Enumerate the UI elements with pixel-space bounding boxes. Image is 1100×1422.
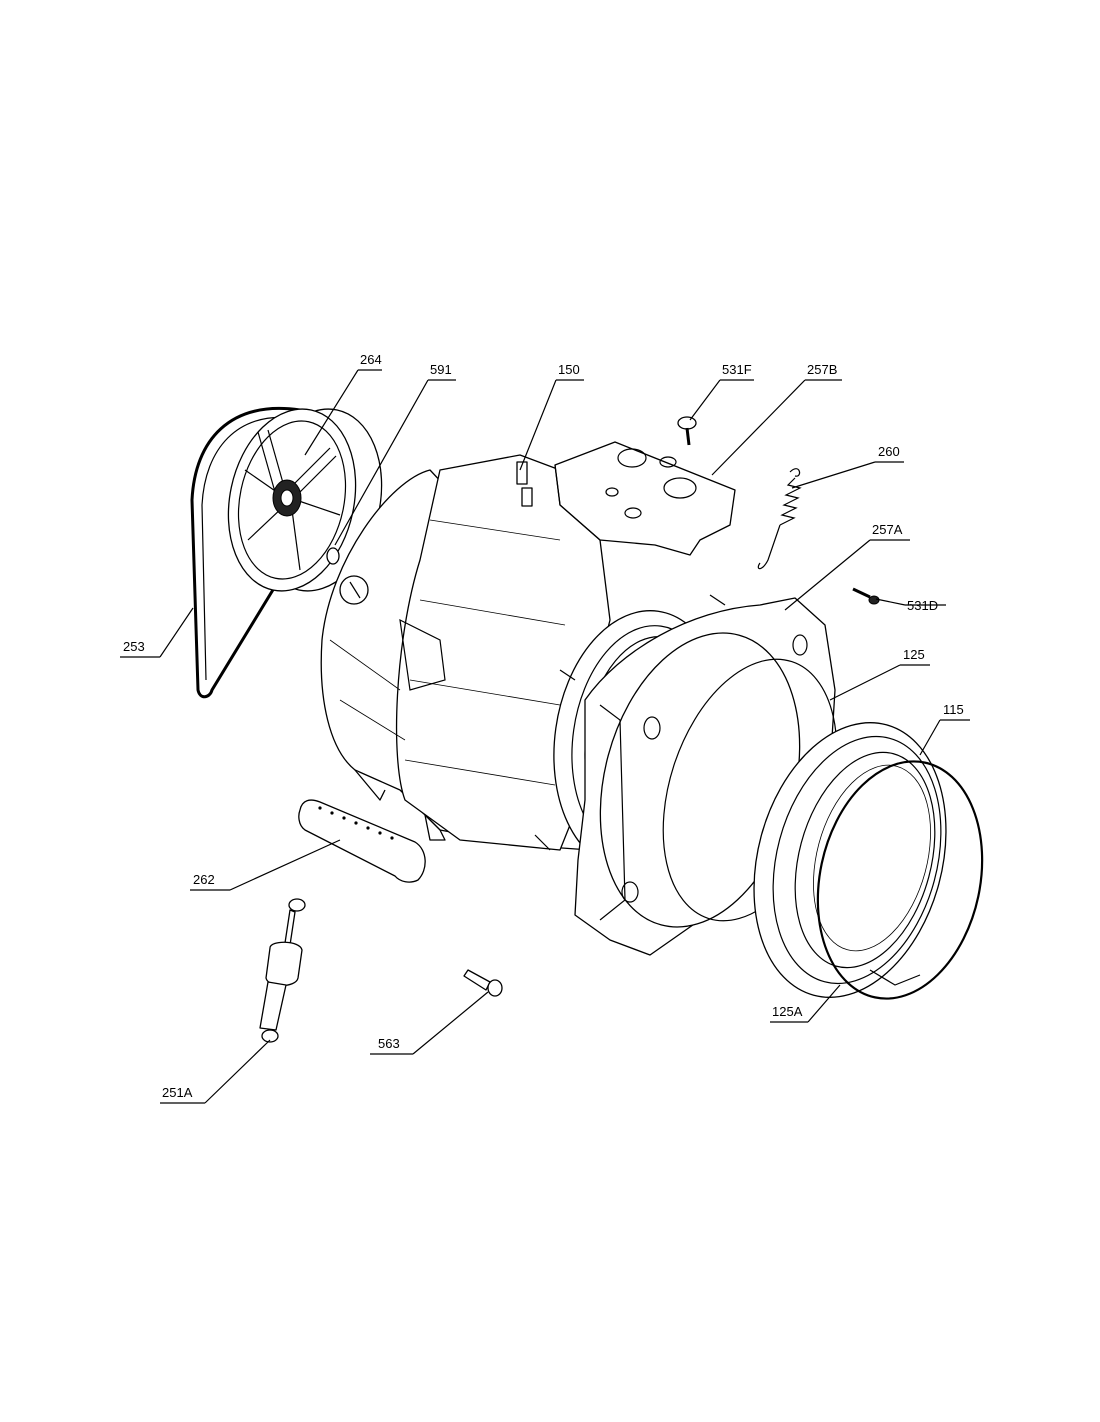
callout-125A: 125A	[772, 1004, 803, 1019]
part-251A-shock-absorber	[259, 898, 306, 1043]
callout-563: 563	[378, 1036, 400, 1051]
callout-531F: 531F	[722, 362, 752, 377]
callout-labels: 264 591 150 531F 257B 260 257A 531D 125 …	[123, 352, 964, 1100]
callout-251A: 251A	[162, 1085, 193, 1100]
callout-257A: 257A	[872, 522, 903, 537]
part-591-washer	[326, 547, 340, 565]
callout-262: 262	[193, 872, 215, 887]
leader-lines	[120, 369, 970, 1104]
part-150-tub	[320, 454, 736, 870]
part-253-belt	[190, 407, 301, 699]
part-115-gasket	[753, 722, 947, 998]
part-262-cover	[298, 799, 426, 883]
part-563-bolt	[463, 969, 503, 997]
callout-264: 264	[360, 352, 382, 367]
part-257A-counterweight	[574, 597, 836, 956]
callout-260: 260	[878, 444, 900, 459]
part-257B-counterweight	[554, 441, 736, 556]
part-264-pulley	[227, 408, 383, 592]
part-125A-clamp	[816, 760, 984, 1000]
callout-115: 115	[943, 702, 964, 717]
callout-253: 253	[123, 639, 145, 654]
part-260-spring	[757, 468, 802, 570]
part-531F-screw	[677, 416, 697, 446]
callout-531D: 531D	[907, 598, 938, 613]
callout-150: 150	[558, 362, 580, 377]
callout-125: 125	[903, 647, 925, 662]
part-531D-screw	[852, 587, 880, 605]
callout-591: 591	[430, 362, 452, 377]
callout-257B: 257B	[807, 362, 837, 377]
